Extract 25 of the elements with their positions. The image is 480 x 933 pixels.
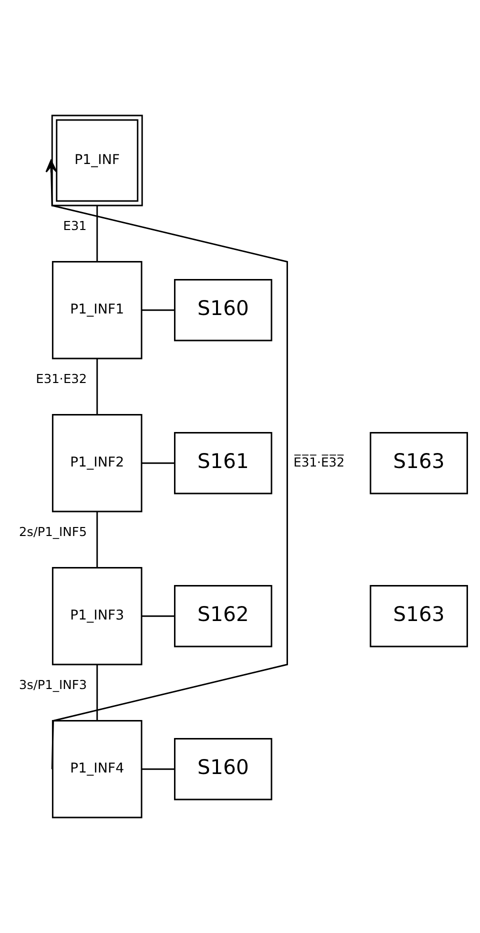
edge-label: 3s/P1_INF3 <box>19 678 87 692</box>
connector <box>96 358 98 414</box>
node-box: P1_INF4 <box>52 720 142 818</box>
connector <box>142 768 175 770</box>
node-box: S160 <box>174 279 272 342</box>
node-box: S163 <box>370 432 468 494</box>
node-box: S162 <box>174 585 272 648</box>
node-box: S163 <box>370 585 468 648</box>
connector <box>142 615 175 617</box>
connector <box>96 206 98 262</box>
node-box: P1_INF <box>51 114 143 206</box>
node-box: P1_INF2 <box>52 414 142 512</box>
edge-label: E31·E32 <box>36 372 87 386</box>
edge-label: E31 <box>63 219 87 234</box>
node-box: S161 <box>174 432 272 494</box>
edge-label: 2s/P1_INF5 <box>19 524 87 539</box>
connector <box>96 664 98 720</box>
node-box: P1_INF3 <box>52 567 142 666</box>
node-box: S160 <box>174 738 272 800</box>
connector <box>96 512 98 568</box>
node-box: P1_INF1 <box>52 261 142 360</box>
arrow <box>45 160 288 770</box>
edge-label: E̅3̅1̅·E̅3̅2̅ <box>294 455 345 470</box>
connector <box>142 309 175 311</box>
connector <box>142 462 175 464</box>
